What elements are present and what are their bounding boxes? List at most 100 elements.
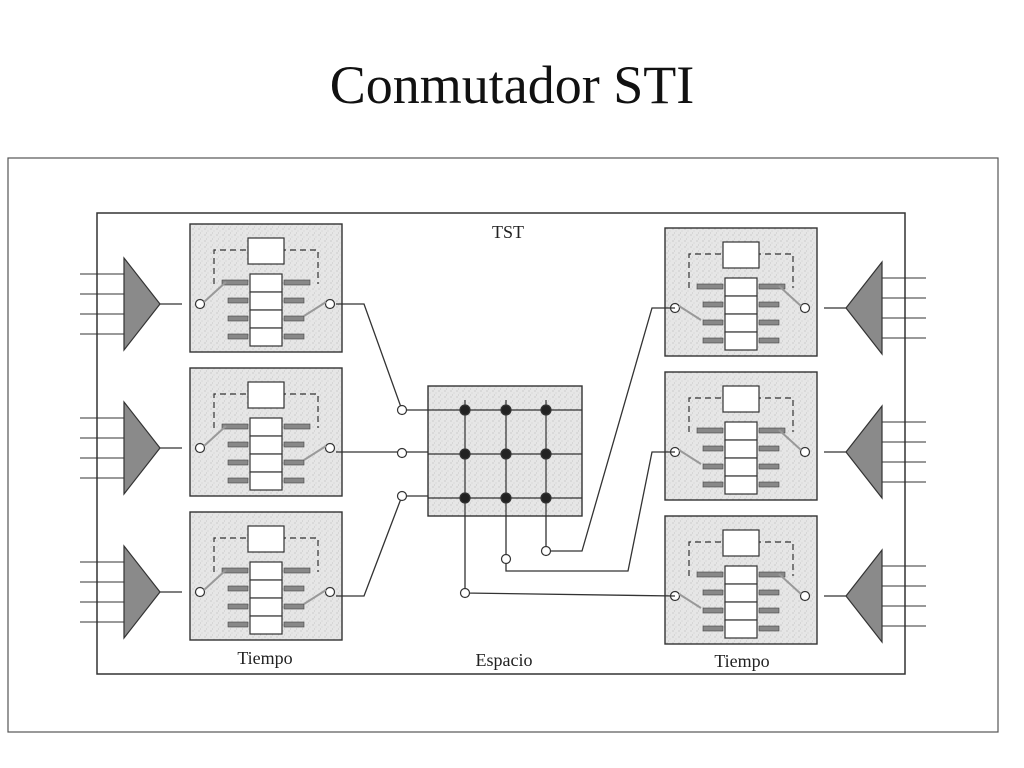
write-bar	[696, 571, 724, 578]
time-stage-left-1	[189, 223, 343, 353]
wire-left-1-to-space	[336, 303, 428, 411]
time-stage-left-2	[189, 367, 343, 497]
write-bar	[696, 283, 724, 290]
control-memory-box	[722, 385, 760, 413]
read-bar	[283, 297, 305, 304]
output-node	[799, 590, 811, 602]
wire-space-to-right-3	[464, 516, 676, 597]
output-demultiplexer-3	[824, 548, 926, 644]
output-node	[324, 442, 336, 454]
time-label-left: Tiempo	[237, 648, 292, 668]
read-bar	[758, 625, 780, 632]
write-bar	[227, 459, 249, 466]
crosspoint	[500, 492, 512, 504]
read-bar	[283, 603, 305, 610]
write-bar	[702, 481, 724, 488]
time-stage-right-2	[664, 371, 818, 501]
memory-slot	[724, 619, 758, 639]
write-bar	[702, 589, 724, 596]
crosspoint	[540, 448, 552, 460]
right-time-stages	[664, 227, 926, 645]
multiplexer-triangle	[123, 400, 161, 496]
crosspoint	[540, 404, 552, 416]
demultiplexer-triangle	[845, 260, 883, 356]
write-bar	[221, 423, 249, 430]
memory-slot	[724, 295, 758, 315]
write-selector-arm	[203, 281, 227, 303]
read-bar	[758, 301, 780, 308]
left-time-stages	[80, 223, 343, 641]
crosspoint	[459, 448, 471, 460]
control-memory-box	[247, 381, 285, 409]
write-bar	[696, 427, 724, 434]
space-input-node	[396, 404, 408, 416]
space-label: Espacio	[476, 650, 533, 670]
write-bar	[227, 297, 249, 304]
write-selector-arm	[778, 573, 802, 595]
read-selector-arm	[303, 301, 327, 317]
output-node	[799, 446, 811, 458]
write-selector-arm	[203, 425, 227, 447]
wire-space-to-right-1	[545, 307, 675, 552]
write-bar	[702, 301, 724, 308]
memory-slot	[249, 561, 283, 581]
memory-slot	[249, 327, 283, 347]
tst-label: TST	[492, 222, 524, 242]
crosspoint	[459, 492, 471, 504]
memory-slot	[724, 277, 758, 297]
read-bar	[283, 279, 311, 286]
crosspoint	[540, 492, 552, 504]
write-bar	[702, 463, 724, 470]
read-bar	[758, 571, 786, 578]
write-bar	[702, 607, 724, 614]
write-bar	[221, 279, 249, 286]
write-bar	[227, 477, 249, 484]
crosspoint	[500, 448, 512, 460]
output-node	[324, 298, 336, 310]
read-bar	[758, 319, 780, 326]
space-input-node	[396, 490, 408, 502]
output-demultiplexer-2	[824, 404, 926, 500]
read-bar	[758, 607, 780, 614]
write-bar	[227, 621, 249, 628]
input-multiplexer-1	[80, 256, 182, 352]
space-input-node	[396, 447, 408, 459]
read-bar	[283, 567, 311, 574]
output-node	[324, 586, 336, 598]
write-selector-arm	[778, 429, 802, 451]
read-bar	[758, 445, 780, 452]
memory-slot	[724, 457, 758, 477]
read-bar	[758, 463, 780, 470]
read-bar	[283, 315, 305, 322]
memory-slot	[249, 435, 283, 455]
read-selector-arm	[678, 305, 702, 321]
multiplexer-triangle	[123, 256, 161, 352]
read-bar	[283, 477, 305, 484]
input-multiplexer-3	[80, 544, 182, 640]
outer-frame	[7, 157, 999, 733]
read-bar	[758, 481, 780, 488]
read-selector-arm	[678, 449, 702, 465]
read-bar	[758, 337, 780, 344]
read-bar	[758, 283, 786, 290]
memory-slot	[249, 417, 283, 437]
output-node	[799, 302, 811, 314]
input-multiplexer-2	[80, 400, 182, 496]
demultiplexer-triangle	[845, 404, 883, 500]
crosspoint	[459, 404, 471, 416]
time-label-right: Tiempo	[714, 651, 769, 671]
multiplexer-triangle	[123, 544, 161, 640]
read-bar	[283, 333, 305, 340]
memory-slot	[724, 421, 758, 441]
write-bar	[702, 445, 724, 452]
memory-slot	[249, 291, 283, 311]
slide-title: Conmutador STI	[329, 55, 695, 115]
read-bar	[283, 459, 305, 466]
tst-enclosure	[96, 212, 906, 675]
read-bar	[283, 585, 305, 592]
read-bar	[283, 423, 311, 430]
time-stage-left-3	[189, 511, 343, 641]
read-bar	[283, 441, 305, 448]
space-output-node	[540, 545, 552, 557]
